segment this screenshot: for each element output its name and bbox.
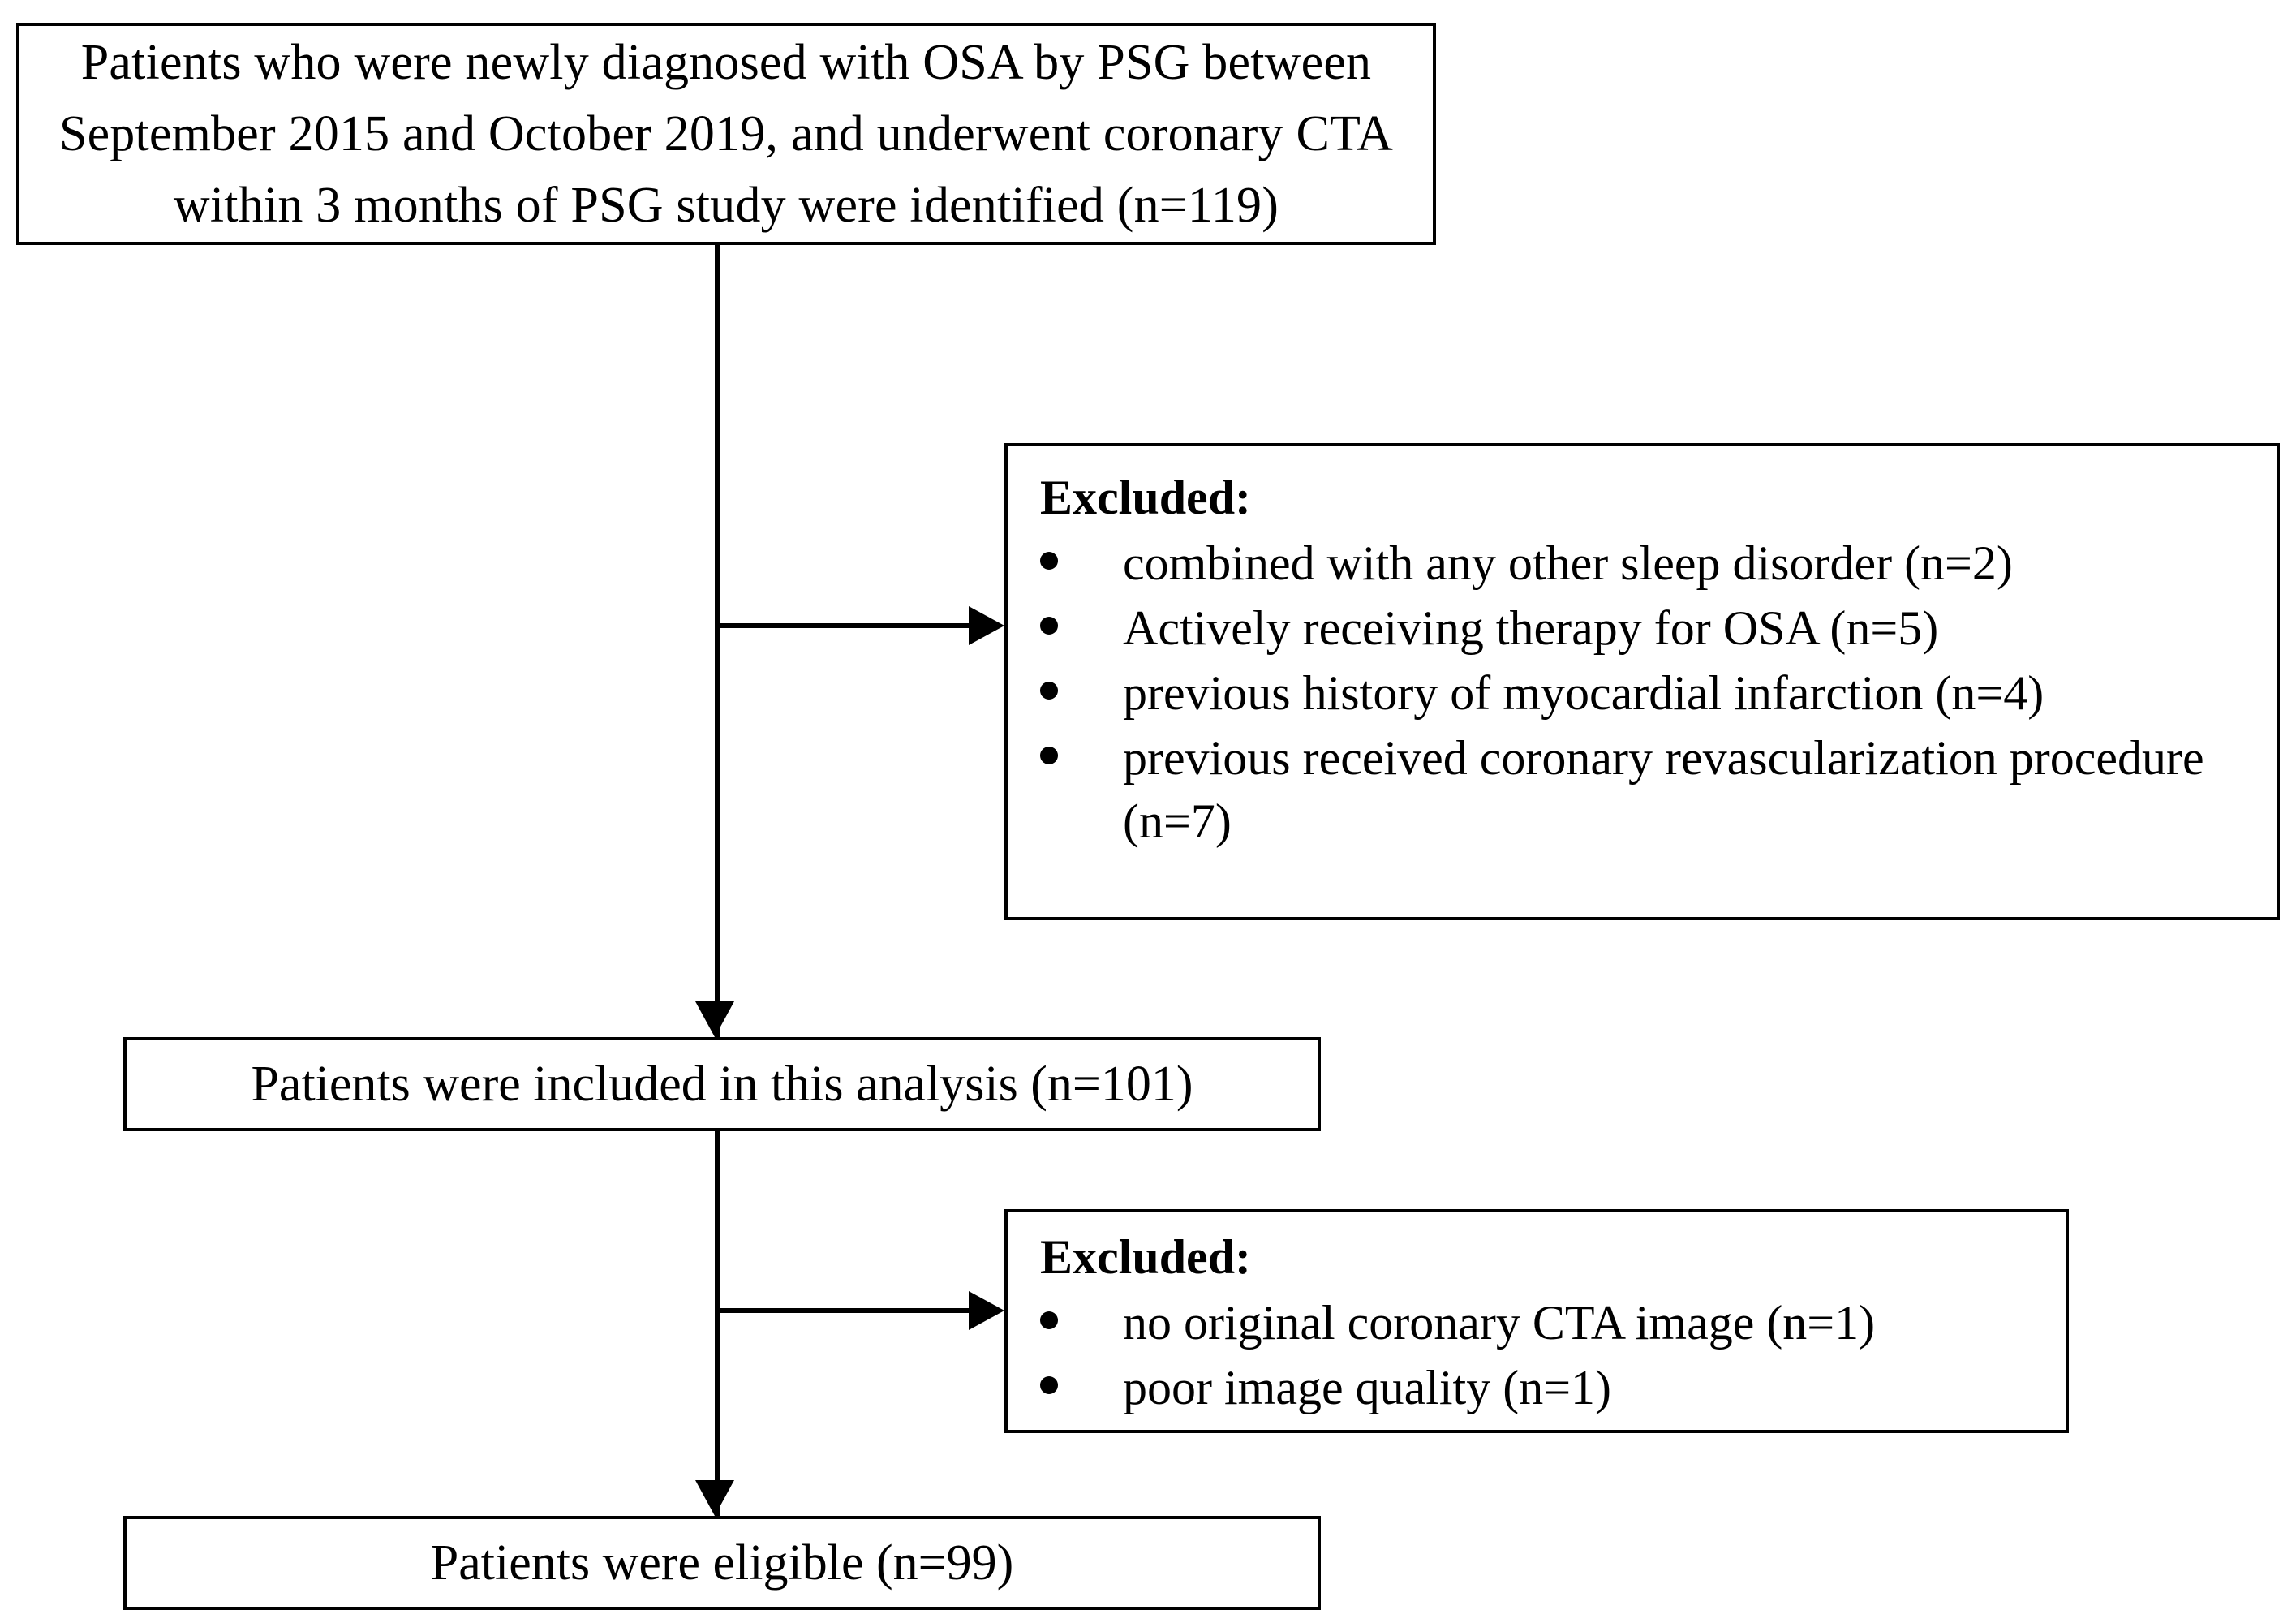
node-eligible: Patients were eligible (n=99) [123,1516,1321,1610]
bullet-icon [1040,746,1058,764]
bullet-icon [1040,681,1058,700]
node-excluded-2: Excluded: no original coronary CTA image… [1004,1209,2069,1433]
list-item: Actively receiving therapy for OSA (n=5) [1008,596,2277,660]
connector-identified-to-included [715,245,720,1037]
list-item: poor image quality (n=1) [1008,1356,2066,1419]
bullet-icon [1040,1311,1058,1329]
bullet-icon [1040,1375,1058,1394]
list-item-label: Actively receiving therapy for OSA (n=5) [1123,601,1939,655]
excluded-1-list: combined with any other sleep disorder (… [1008,532,2277,853]
list-item-label: no original coronary CTA image (n=1) [1123,1296,1876,1350]
list-item-label: combined with any other sleep disorder (… [1123,536,2013,590]
node-identified-text: Patients who were newly diagnosed with O… [58,34,1394,234]
node-eligible-text: Patients were eligible (n=99) [430,1535,1014,1591]
list-item: previous history of myocardial infarctio… [1008,661,2277,725]
node-identified: Patients who were newly diagnosed with O… [16,23,1436,245]
node-included-text: Patients were included in this analysis … [251,1056,1193,1112]
excluded-2-list: no original coronary CTA image (n=1) poo… [1008,1291,2066,1419]
bullet-icon [1040,616,1058,635]
connector-included-to-eligible [715,1131,720,1516]
node-excluded-1: Excluded: combined with any other sleep … [1004,443,2280,920]
connector-to-excluded-1 [717,623,970,628]
arrowhead-into-included [695,1001,734,1037]
list-item-label: poor image quality (n=1) [1123,1361,1612,1414]
list-item: no original coronary CTA image (n=1) [1008,1291,2066,1354]
connector-to-excluded-2 [717,1308,970,1313]
arrowhead-into-excluded-2 [969,1291,1004,1330]
excluded-1-title: Excluded: [1040,471,1252,524]
excluded-2-title: Excluded: [1040,1230,1252,1284]
arrowhead-into-eligible [695,1480,734,1516]
arrowhead-into-excluded-1 [969,606,1004,645]
list-item-label: previous received coronary revasculariza… [1123,731,2204,848]
list-item-label: previous history of myocardial infarctio… [1123,666,2044,720]
list-item: previous received coronary revasculariza… [1008,726,2277,853]
list-item: combined with any other sleep disorder (… [1008,532,2277,595]
bullet-icon [1040,551,1058,570]
node-included: Patients were included in this analysis … [123,1037,1321,1131]
